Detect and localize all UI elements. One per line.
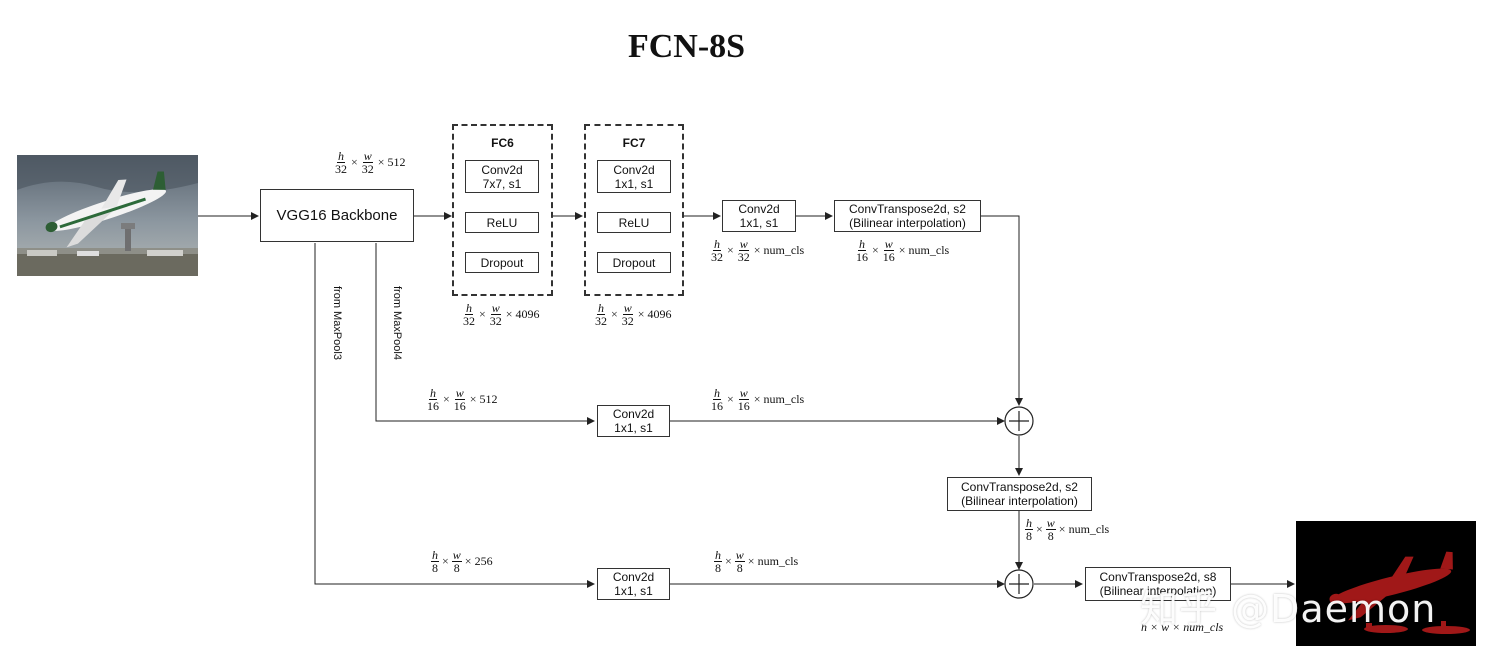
pool4-conv-node: Conv2d 1x1, s1 <box>597 405 670 437</box>
from-maxpool3-label: from MaxPool3 <box>331 286 343 360</box>
pool4-conv-line1: Conv2d <box>612 407 655 421</box>
watermark-text: 知乎 @Daemon <box>1140 587 1437 631</box>
upscore2-line2: (Bilinear interpolation) <box>849 216 966 230</box>
fc6-dropout-node: Dropout <box>465 252 539 273</box>
fc7-relu-node: ReLU <box>597 212 671 233</box>
fc7-relu-label: ReLU <box>618 215 650 230</box>
diagram-title: FCN-8S <box>627 28 746 65</box>
add-node-1 <box>1004 406 1034 436</box>
pool3-conv-node: Conv2d 1x1, s1 <box>597 568 670 600</box>
add-node-2 <box>1004 569 1034 599</box>
upscore-pool4-node: ConvTranspose2d, s2 (Bilinear interpolat… <box>947 477 1092 511</box>
fc6-label: FC6 <box>491 136 514 150</box>
upscore2-node: ConvTranspose2d, s2 (Bilinear interpolat… <box>834 200 981 232</box>
vgg16-backbone-node: VGG16 Backbone <box>260 189 414 242</box>
pool4-conv-line2: 1x1, s1 <box>614 421 653 435</box>
fc6-conv-node: Conv2d 7x7, s1 <box>465 160 539 193</box>
arrow-pool4-branch <box>375 243 595 425</box>
upscore-pool4-line1: ConvTranspose2d, s2 <box>961 480 1078 494</box>
upscore2-line1: ConvTranspose2d, s2 <box>849 202 966 216</box>
output-segmentation-mask <box>1296 521 1476 646</box>
fc7-group: FC7 <box>584 124 684 296</box>
score-conv-line2: 1x1, s1 <box>739 216 779 230</box>
upscore8-line1: ConvTranspose2d, s8 <box>1099 570 1217 584</box>
fc6-group: FC6 <box>452 124 553 296</box>
fc6-dropout-label: Dropout <box>480 255 524 270</box>
fc7-conv-line1: Conv2d <box>613 162 655 177</box>
arrow-pool3-branch <box>314 243 595 588</box>
fc7-conv-line2: 1x1, s1 <box>614 176 654 191</box>
upscore8-node: ConvTranspose2d, s8 (Bilinear interpolat… <box>1085 567 1231 601</box>
from-maxpool4-label: from MaxPool4 <box>391 286 403 360</box>
pool3-conv-line1: Conv2d <box>612 570 655 584</box>
fc6-conv-line1: Conv2d <box>481 162 523 177</box>
fc7-label: FC7 <box>622 136 646 150</box>
pool3-conv-line2: 1x1, s1 <box>614 584 653 598</box>
dim-final-out: h × w × num_cls <box>1141 620 1224 634</box>
fc7-conv-node: Conv2d 1x1, s1 <box>597 160 671 193</box>
fc6-conv-line2: 7x7, s1 <box>482 176 522 191</box>
score-conv-line1: Conv2d <box>738 202 780 216</box>
fc7-dropout-node: Dropout <box>597 252 671 273</box>
backbone-label: VGG16 Backbone <box>276 206 398 224</box>
score-conv-node: Conv2d 1x1, s1 <box>722 200 796 232</box>
fc6-relu-node: ReLU <box>465 212 539 233</box>
fc6-relu-label: ReLU <box>486 215 518 230</box>
arrow-upscore2-to-add1 <box>981 215 1023 406</box>
upscore-pool4-line2: (Bilinear interpolation) <box>961 494 1078 508</box>
fc7-dropout-label: Dropout <box>612 255 656 270</box>
input-airplane-image <box>17 155 198 276</box>
upscore8-line2: (Bilinear interpolation) <box>1099 584 1217 598</box>
